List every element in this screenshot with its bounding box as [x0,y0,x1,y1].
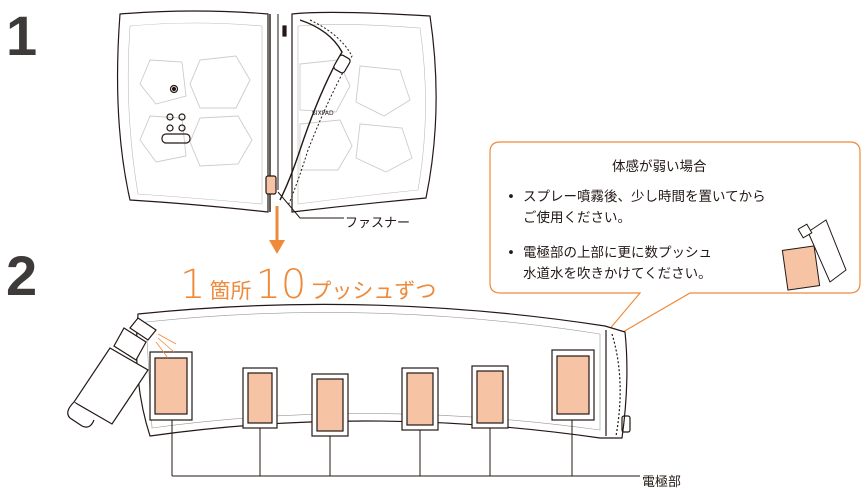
callout-bullet-1: • スプレー噴霧後、少し時間を置いてから ご使用ください。 [507,187,766,229]
electrode-pad [311,373,349,437]
bullet-1-line-1: スプレー噴霧後、少し時間を置いてから [523,189,766,205]
electrode-pad [149,351,193,421]
bullet-2-line-1: 電極部の上部に更に数プッシュ [523,245,712,261]
electrode-pad [471,365,509,429]
bullet-dot-icon: • [507,189,515,205]
electrode-label: 電極部 [642,475,682,490]
curved-belt-illustration [135,303,640,477]
bullet-1-line-2: ご使用ください。 [523,210,631,226]
callout-bullet-2: • 電極部の上部に更に数プッシュ 水道水を吹きかけてください。 [507,243,712,285]
electrode-pad [401,367,439,431]
bullet-dot-icon: • [507,245,515,261]
down-arrow-icon [269,206,285,254]
spray-bottle-icon [781,219,847,291]
step-number-2: 2 [6,244,38,307]
step-number-1: 1 [6,4,38,67]
spray-bottle-icon [67,317,177,428]
headline-count: 1 [180,262,206,308]
belt-illustration [116,10,437,219]
electrode-pad [551,349,595,421]
logo-text: SIXPAD [312,110,334,117]
headline-pushes: 10 [255,262,307,308]
zipper-label: ファスナー [345,216,411,231]
headline-unit: 箇所 [209,279,252,303]
callout-title: 体感が弱い場合 [612,159,707,175]
bullet-2-line-2: 水道水を吹きかけてください。 [523,266,712,282]
headline-text: プッシュずつ [310,279,437,303]
electrode-pad [242,367,278,429]
callout-bubble [489,141,861,351]
